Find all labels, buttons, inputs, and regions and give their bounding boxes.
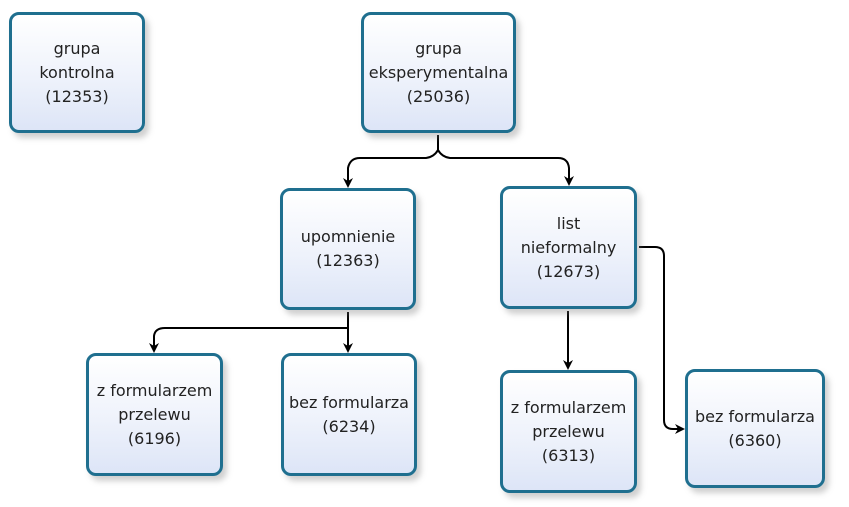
node-label-line: przelewu [532,421,605,441]
node-upomnienie-z-formularzem: z formularzem przelewu (6196) [86,353,223,476]
node-label: upomnienie (12363) [301,225,396,273]
node-count: (12673) [536,261,601,281]
node-label-line: przelewu [118,404,191,424]
node-list-nieformalny: list nieformalny (12673) [500,186,637,309]
node-label-line: kontrolna [39,62,115,82]
node-count: (6196) [127,428,182,448]
node-label: bez formularza (6234) [289,391,409,439]
node-count: (12363) [316,251,380,270]
connector-upomnienie-z-formularzem [149,312,349,353]
node-grupa-eksperymentalna: grupa eksperymentalna (25036) [361,12,516,133]
node-label-line: eksperymentalna [368,62,509,82]
node-count: (25036) [406,86,471,106]
node-label-line: z formularzem [96,380,213,400]
node-label-line: upomnienie [300,227,396,246]
node-label-line: grupa [53,38,101,58]
node-count: (6313) [541,445,596,465]
node-label: z formularzem przelewu (6196) [97,379,213,451]
node-grupa-kontrolna: grupa kontrolna (12353) [9,12,145,133]
node-count: (6360) [728,430,782,450]
node-label-line: z formularzem [510,397,627,417]
node-label-line: bez formularza [289,392,409,412]
node-list-z-formularzem: z formularzem przelewu (6313) [500,370,637,493]
node-count: (12353) [45,86,109,106]
node-upomnienie-bez-formularza: bez formularza (6234) [281,353,417,476]
node-label-line: nieformalny [520,237,617,257]
node-label: list nieformalny (12673) [521,212,617,284]
node-label: z formularzem przelewu (6313) [511,396,627,468]
node-list-bez-formularza: bez formularza (6360) [685,369,825,488]
node-label: grupa eksperymentalna (25036) [369,37,509,109]
node-label: bez formularza (6360) [695,405,815,453]
connector-list-bez-formularza [639,246,685,434]
node-upomnienie: upomnienie (12363) [280,188,416,310]
node-label-line: list [556,213,581,233]
connector-eksperymentalna-upomnienie [343,135,439,188]
node-label-line: bez formularza [695,406,815,426]
node-count: (6234) [322,416,376,436]
node-label: grupa kontrolna (12353) [39,37,114,109]
node-label-line: grupa [415,38,462,58]
connector-eksperymentalna-list [437,149,574,186]
